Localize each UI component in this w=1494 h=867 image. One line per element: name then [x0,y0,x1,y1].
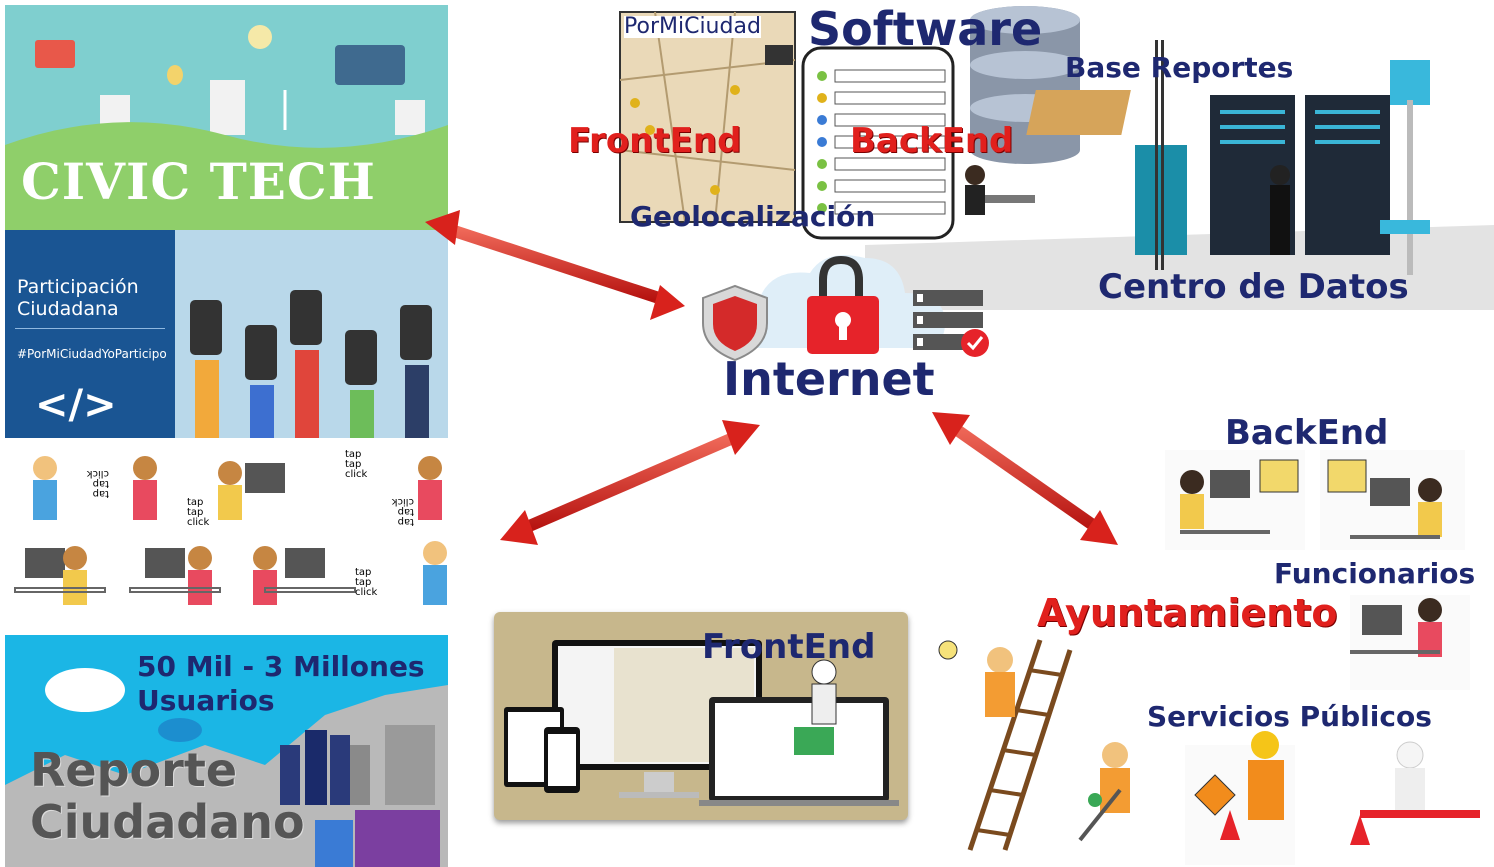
council-backend-label: BackEnd [1225,413,1389,453]
participation-panel: Participación Ciudadana #PorMiCiudadYoPa… [5,230,448,438]
city-illustration [5,5,448,230]
tap-label-1: tap tap click [86,468,109,499]
people-computers-illustration [14,456,447,605]
software-title: Software [808,2,1043,56]
participation-title-1: Participación [17,276,139,298]
skyline-illustration [5,668,448,867]
citizen-report-panel: 50 Mil - 3 Millones Usuarios Reporte Ciu… [5,635,448,867]
council-area: BackEnd Funcionarios Ayuntamiento Servic… [930,410,1494,867]
citizen-report-title-1: Reporte [30,743,238,797]
citizen-report-title-2: Ciudadano [30,795,305,849]
civic-tech-title: CIVIC TECH [21,152,376,211]
frontend-devices-panel: FrontEnd [494,612,908,820]
internet-hub: Internet [695,238,995,408]
software-illustration [619,6,1494,310]
public-services-label: Servicios Públicos [1147,700,1432,733]
civic-tech-panel: CIVIC TECH [5,5,448,230]
frontend-label: FrontEnd [568,121,742,161]
participation-title-2: Ciudadana [17,298,119,320]
council-illustration [938,450,1480,865]
users-clicking-panel: tap tap click tap tap click tap tap clic… [5,448,470,633]
divider [15,328,165,329]
frontend-bottom-label: FrontEnd [702,627,876,667]
code-icon: </> [35,382,117,428]
geolocation-label: Geolocalización [630,200,876,233]
tap-label-5: tap tap click [355,567,378,598]
cloud-security-icon [702,255,989,362]
phones-illustration [5,230,448,438]
devices-illustration [504,640,899,806]
tap-label-4: tap tap click [391,496,414,527]
tap-label-3: tap tap click [345,449,368,480]
internet-label: Internet [723,352,935,406]
map-label: PorMiCiudad [624,14,761,39]
datacenter-label: Centro de Datos [1098,267,1409,307]
tap-label-2: tap tap click [187,497,210,528]
users-count: 50 Mil - 3 Millones [137,650,425,683]
software-area: Software PorMiCiudad FrontEnd BackEnd Ge… [568,0,1494,310]
users-label: Usuarios [137,684,275,717]
council-label: Ayuntamiento [1037,591,1338,635]
officials-label: Funcionarios [1274,557,1476,590]
backend-label: BackEnd [850,121,1014,161]
hashtag: #PorMiCiudadYoParticipo [17,347,167,361]
database-label: Base Reportes [1065,51,1294,84]
arrow-users-internet [500,420,760,545]
